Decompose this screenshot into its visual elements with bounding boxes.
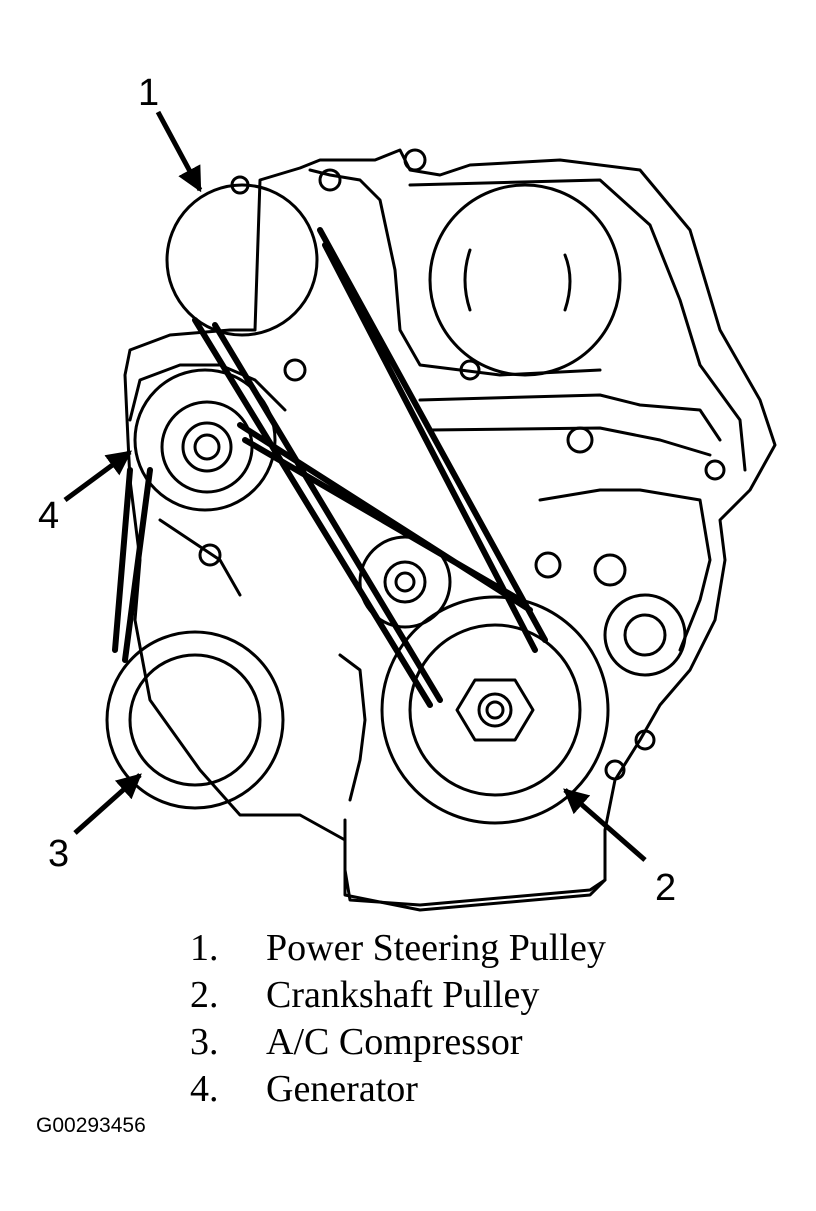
callout-arrow-2 bbox=[563, 788, 647, 862]
legend-label: Crankshaft Pulley bbox=[266, 974, 540, 1016]
legend-number: 1. bbox=[190, 927, 219, 969]
legend-number: 3. bbox=[190, 1021, 219, 1063]
tensioner-pulley bbox=[603, 593, 687, 677]
idler-pulley bbox=[358, 535, 452, 629]
callout-arrow-4 bbox=[63, 449, 133, 503]
timing-cover-outline bbox=[408, 178, 747, 472]
figure-id: G00293456 bbox=[36, 1114, 146, 1137]
legend-item: 1. Power Steering Pulley bbox=[190, 925, 606, 972]
engine-block-outline bbox=[123, 148, 777, 907]
generator-body bbox=[133, 368, 277, 512]
callout-label-1: 1 bbox=[138, 72, 159, 114]
camshaft-pulley bbox=[428, 183, 622, 377]
callout-label-4: 4 bbox=[38, 495, 59, 537]
callout-label-3: 3 bbox=[48, 833, 69, 875]
crankshaft-bolt bbox=[455, 678, 535, 742]
callout-arrow-3 bbox=[73, 773, 142, 835]
ac-compressor-pulley bbox=[105, 630, 285, 810]
lower-bracket bbox=[338, 653, 367, 802]
legend-number: 2. bbox=[190, 974, 219, 1016]
callout-arrow-1 bbox=[155, 110, 203, 193]
legend-label: Generator bbox=[266, 1068, 418, 1110]
legend-item: 3. A/C Compressor bbox=[190, 1019, 606, 1066]
side-bracket bbox=[538, 488, 712, 652]
legend-label: Power Steering Pulley bbox=[266, 927, 606, 969]
power-steering-pulley bbox=[165, 183, 319, 337]
drive-belt bbox=[112, 227, 548, 708]
legend-item: 2. Crankshaft Pulley bbox=[190, 972, 606, 1019]
legend-label: A/C Compressor bbox=[266, 1021, 523, 1063]
crankshaft-pulley bbox=[380, 595, 610, 825]
parts-legend: 1. Power Steering Pulley 2. Crankshaft P… bbox=[190, 925, 606, 1113]
oil-pan-outline bbox=[343, 818, 607, 912]
generator-pulley bbox=[160, 400, 254, 494]
mid-rail-2 bbox=[428, 426, 712, 457]
legend-number: 4. bbox=[190, 1068, 219, 1110]
mid-rail bbox=[418, 393, 722, 442]
legend-item: 4. Generator bbox=[190, 1066, 606, 1113]
callout-label-2: 2 bbox=[655, 867, 676, 909]
